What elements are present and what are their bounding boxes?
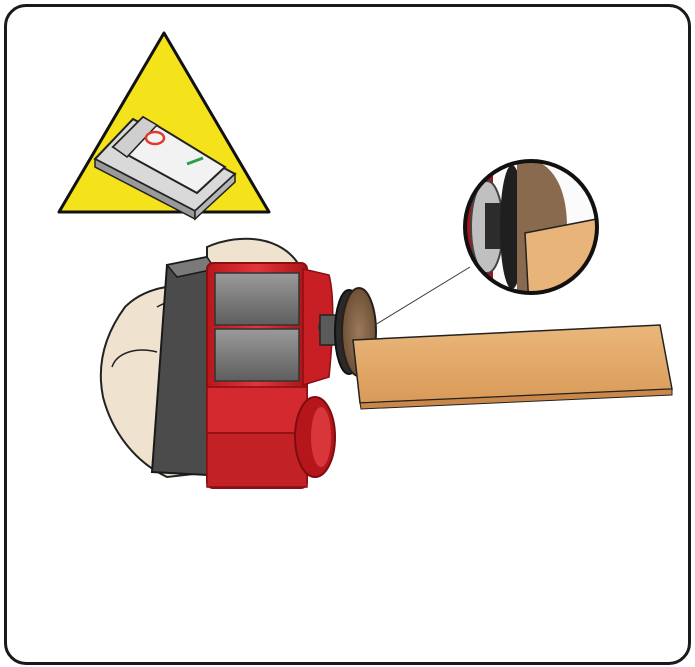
- instruction-panel: [4, 4, 691, 665]
- instruction-illustration: [7, 7, 691, 665]
- power-switch-warning-icon: [59, 33, 269, 219]
- wood-strip: [353, 325, 672, 409]
- sharpener-tool: [152, 257, 335, 488]
- zoom-leader-line: [375, 267, 470, 325]
- zoom-detail: [462, 157, 607, 307]
